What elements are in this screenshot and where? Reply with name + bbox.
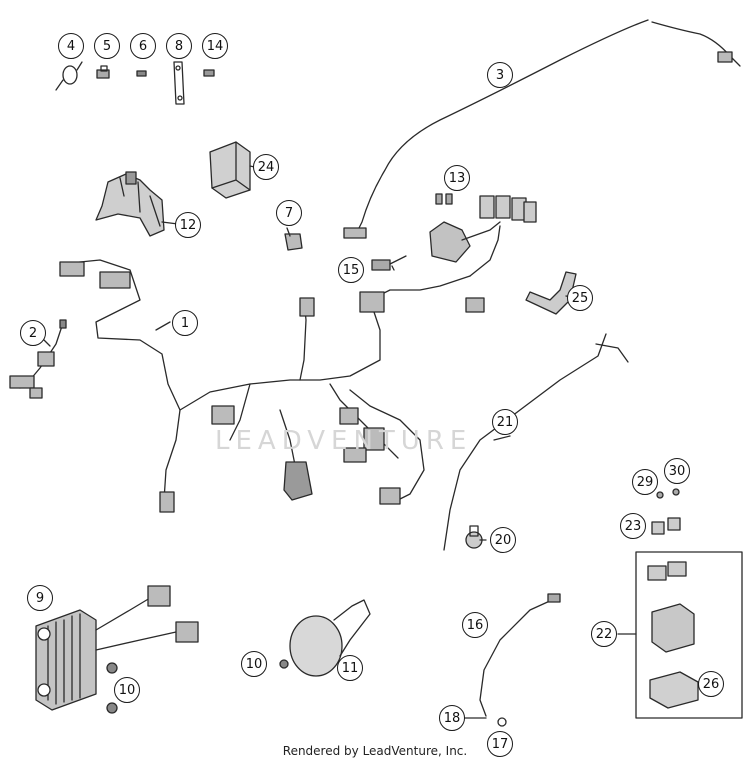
callout-26[interactable]: 26 (698, 671, 724, 697)
watermark: LEADVENTURE (215, 426, 473, 456)
callout-29[interactable]: 29 (632, 469, 658, 495)
cable-part-16 (479, 593, 561, 717)
callout-30[interactable]: 30 (664, 458, 690, 484)
cable-part-3 (343, 19, 741, 239)
nut-part-10-center (279, 659, 289, 669)
callout-10-left[interactable]: 10 (114, 677, 140, 703)
callout-16[interactable]: 16 (462, 612, 488, 638)
callout-3[interactable]: 3 (487, 62, 513, 88)
callout-23[interactable]: 23 (620, 513, 646, 539)
callout-18[interactable]: 18 (439, 705, 465, 731)
connector-part-5 (96, 65, 110, 79)
connector-part-7 (284, 227, 303, 251)
callout-24[interactable]: 24 (253, 154, 279, 180)
washer-part-17 (497, 717, 507, 727)
callout-5[interactable]: 5 (94, 33, 120, 59)
callout-7[interactable]: 7 (276, 200, 302, 226)
screw-part-30 (672, 488, 680, 496)
callout-14[interactable]: 14 (202, 33, 228, 59)
callout-4[interactable]: 4 (58, 33, 84, 59)
callout-9[interactable]: 9 (27, 585, 53, 611)
boot-part-25 (525, 271, 577, 315)
callout-21[interactable]: 21 (492, 409, 518, 435)
plug-part-14 (203, 69, 215, 77)
wiring-harness-part-1 (59, 225, 501, 513)
footer-credit: Rendered by LeadVenture, Inc. (282, 744, 468, 758)
terminals-part-13 (435, 193, 453, 205)
bracket-part-12 (95, 171, 165, 237)
screw-part-29 (656, 491, 664, 499)
relay-group-box (617, 551, 743, 719)
nut-part-10-left (106, 662, 118, 714)
bracket-part-8 (173, 61, 185, 105)
cover-part-24 (209, 141, 251, 199)
pin-part-6 (136, 70, 147, 77)
callout-10-center[interactable]: 10 (241, 651, 267, 677)
callout-12[interactable]: 12 (175, 212, 201, 238)
connector-part-15 (371, 255, 407, 271)
callout-2[interactable]: 2 (20, 320, 46, 346)
callout-8[interactable]: 8 (166, 33, 192, 59)
regulator-part-9 (35, 585, 199, 711)
callout-6[interactable]: 6 (130, 33, 156, 59)
cable-tie-part (55, 61, 83, 91)
terminal-part-20 (465, 525, 483, 549)
callout-22[interactable]: 22 (591, 621, 617, 647)
callout-11[interactable]: 11 (337, 655, 363, 681)
callout-20[interactable]: 20 (490, 527, 516, 553)
connector-cluster (429, 195, 537, 263)
callout-15[interactable]: 15 (338, 257, 364, 283)
horn-part-11 (289, 599, 371, 677)
clip-part-23 (651, 517, 681, 535)
callout-13[interactable]: 13 (444, 165, 470, 191)
callout-1[interactable]: 1 (172, 310, 198, 336)
callout-25[interactable]: 25 (567, 285, 593, 311)
callout-17[interactable]: 17 (487, 731, 513, 757)
harness-part-2 (9, 319, 67, 399)
